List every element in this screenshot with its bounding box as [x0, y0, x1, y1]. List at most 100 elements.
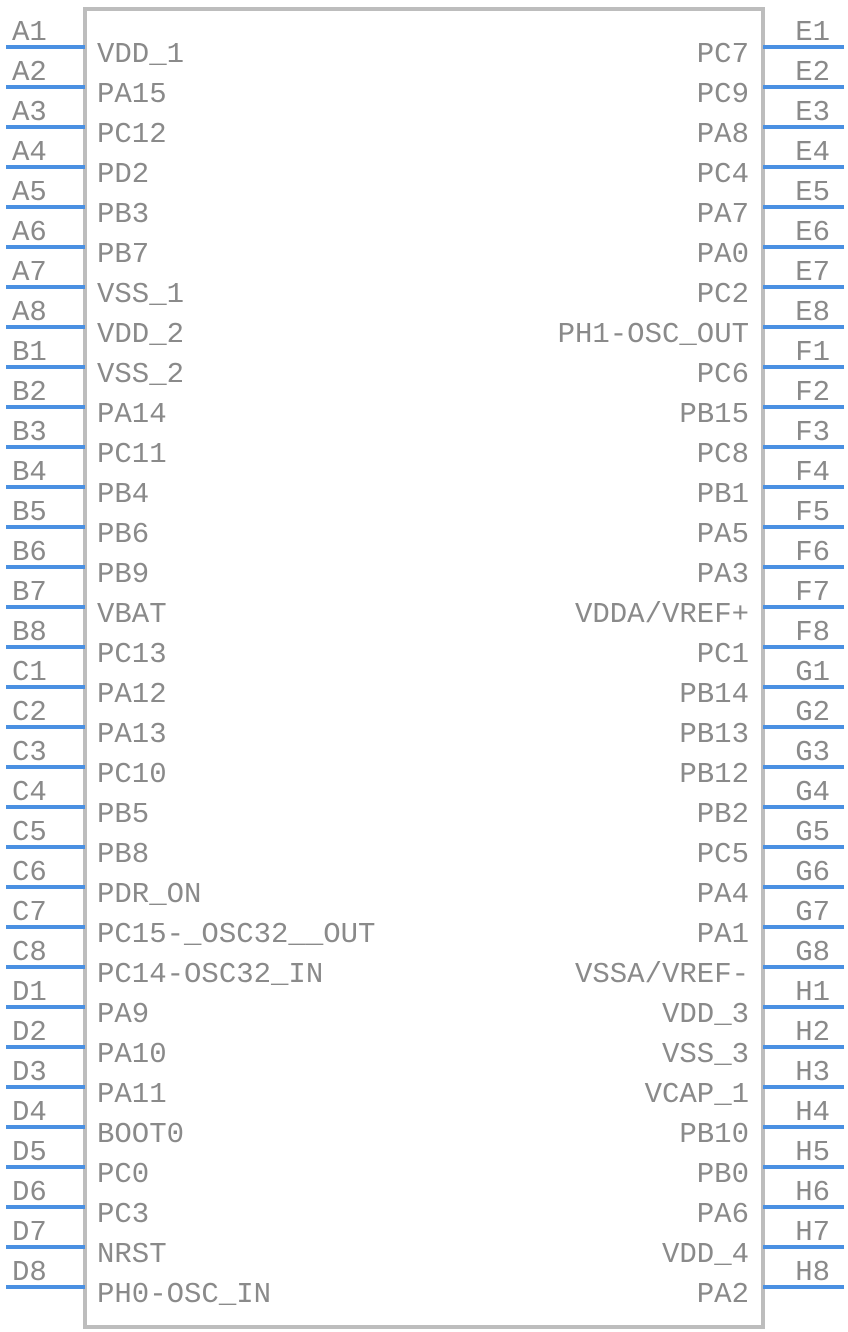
pin-number: C8 [12, 936, 47, 969]
pin-name: PC2 [697, 278, 749, 311]
pin-number: G4 [795, 776, 830, 809]
pin-number: E1 [795, 16, 830, 49]
pin-name: VDDA/VREF+ [575, 598, 749, 631]
pin-number: C4 [12, 776, 47, 809]
pin-name: VDD_3 [662, 998, 749, 1031]
pin-number: E4 [795, 136, 830, 169]
pin-name: PC1 [697, 638, 749, 671]
pin-number: F2 [795, 376, 830, 409]
pin-name: NRST [97, 1238, 167, 1271]
pin-number: C6 [12, 856, 47, 889]
pin-number: F6 [795, 536, 830, 569]
pin-number: F1 [795, 336, 830, 369]
pin-name: PC8 [697, 438, 749, 471]
pin-name: PA10 [97, 1038, 167, 1071]
pin-number: D5 [12, 1136, 47, 1169]
pin-number: A4 [12, 136, 47, 169]
pin-number: B6 [12, 536, 47, 569]
pin-number: A2 [12, 56, 47, 89]
pin-number: G2 [795, 696, 830, 729]
pin-number: E6 [795, 216, 830, 249]
right-pin-group: E1PC7E2PC9E3PA8E4PC4E5PA7E6PA0E7PC2E8PH1… [558, 16, 844, 1311]
pin-name: PB14 [679, 678, 749, 711]
pin-name: VSS_3 [662, 1038, 749, 1071]
pin-name: PC12 [97, 118, 167, 151]
pin-name: PH0-OSC_IN [97, 1278, 271, 1311]
pin-name: VCAP_1 [645, 1078, 749, 1111]
pin-name: PA2 [697, 1278, 749, 1311]
pin-name: BOOT0 [97, 1118, 184, 1151]
pin-number: D8 [12, 1256, 47, 1289]
pin-name: PA6 [697, 1198, 749, 1231]
pin-name: PA7 [697, 198, 749, 231]
pin-name: PB10 [679, 1118, 749, 1151]
pin-number: A6 [12, 216, 47, 249]
pin-number: B1 [12, 336, 47, 369]
pin-name: PA0 [697, 238, 749, 271]
pin-name: VDD_4 [662, 1238, 749, 1271]
pin-name: PC9 [697, 78, 749, 111]
pin-name: PA8 [697, 118, 749, 151]
pin-number: E5 [795, 176, 830, 209]
pin-name: PB0 [697, 1158, 749, 1191]
pin-name: VSS_2 [97, 358, 184, 391]
pin-name: PC11 [97, 438, 167, 471]
pin-number: F7 [795, 576, 830, 609]
pin-number: D2 [12, 1016, 47, 1049]
pin-number: E8 [795, 296, 830, 329]
pin-name: VSS_1 [97, 278, 184, 311]
pin-name: PA3 [697, 558, 749, 591]
pin-name: PB12 [679, 758, 749, 791]
pin-number: D3 [12, 1056, 47, 1089]
pin-name: PB2 [697, 798, 749, 831]
pin-number: H1 [795, 976, 830, 1009]
pin-name: PB9 [97, 558, 149, 591]
pin-number: G3 [795, 736, 830, 769]
pin-number: H5 [795, 1136, 830, 1169]
pin-name: PB3 [97, 198, 149, 231]
pin-name: PA5 [697, 518, 749, 551]
pin-name: PB5 [97, 798, 149, 831]
pin-number: G6 [795, 856, 830, 889]
pin-name: PA1 [697, 918, 749, 951]
pin-name: PA4 [697, 878, 749, 911]
left-pin-group: A1VDD_1A2PA15A3PC12A4PD2A5PB3A6PB7A7VSS_… [6, 16, 375, 1311]
